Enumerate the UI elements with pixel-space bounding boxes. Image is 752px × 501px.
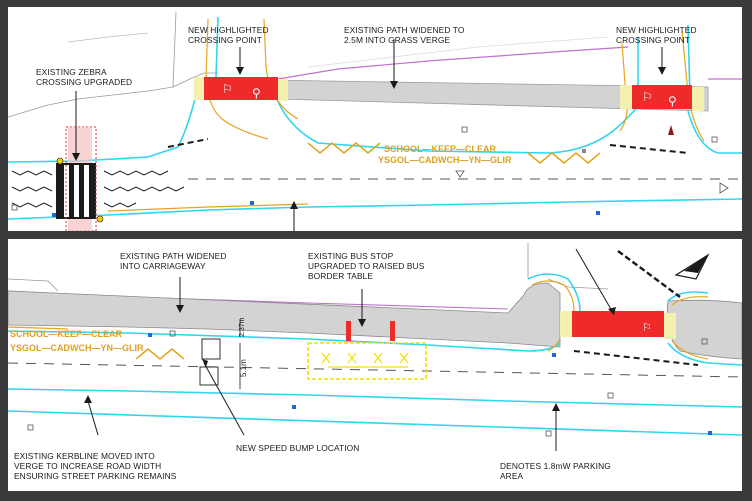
kerbline-label: VERGE TO INCREASE ROAD WIDTH bbox=[14, 461, 161, 471]
callout-arrowheads bbox=[72, 67, 666, 209]
crossing-left-label: CROSSING POINT bbox=[188, 35, 262, 45]
school-keep-clear-text: SCHOOL—KEEP—CLEAR bbox=[384, 144, 497, 154]
crossing-right-label: CROSSING POINT bbox=[616, 35, 690, 45]
street-furniture bbox=[11, 125, 718, 217]
pedestrian-icon: ⚐ bbox=[642, 90, 653, 104]
speed-bump bbox=[201, 338, 221, 360]
school-keep-clear-text: SCHOOL—KEEP—CLEAR bbox=[10, 329, 123, 339]
path-widened-label: 2.5M INTO GRASS VERGE bbox=[344, 35, 451, 45]
bottom-plan-drawing: ⚐ SCHOOL—KEEP—CLEAR YSGOL—CADWCH—YN—GLIR bbox=[8, 243, 742, 481]
crossing-right-label: NEW HIGHLIGHTED bbox=[616, 25, 697, 35]
street-furniture bbox=[27, 330, 712, 437]
cycle-icon: ⚲ bbox=[668, 94, 677, 108]
bus-stop-marking bbox=[321, 352, 409, 368]
school-keep-clear-welsh-text: YSGOL—CADWCH—YN—GLIR bbox=[10, 343, 144, 353]
path-widened-label: EXISTING PATH WIDENED TO bbox=[344, 25, 465, 35]
callout-leaders bbox=[87, 248, 613, 451]
callout-leaders bbox=[75, 39, 663, 231]
kerbline-label: ENSURING STREET PARKING REMAINS bbox=[14, 471, 177, 481]
tactile-paving-left-a bbox=[194, 77, 204, 100]
right-footpath bbox=[666, 299, 742, 360]
give-way-triangle bbox=[719, 182, 729, 194]
speed-bump-label: NEW SPEED BUMP LOCATION bbox=[236, 443, 359, 453]
path-width-dimension: 2.37m bbox=[239, 317, 246, 337]
school-keep-clear-welsh-text: YSGOL—CADWCH—YN—GLIR bbox=[378, 155, 512, 165]
crossing-left-label: NEW HIGHLIGHTED bbox=[188, 25, 269, 35]
bus-border-table bbox=[307, 342, 427, 380]
path-carriageway-label: INTO CARRIAGEWAY bbox=[120, 261, 206, 271]
crossing-point bbox=[572, 311, 664, 337]
widened-footpath bbox=[8, 282, 561, 348]
crossing-point-left bbox=[204, 77, 278, 100]
pedestrian-icon: ⚐ bbox=[642, 322, 652, 334]
bus-stop-label: UPGRADED TO RAISED BUS bbox=[308, 261, 425, 271]
zebra-zigzag-markings bbox=[11, 170, 185, 208]
north-arrow-fill bbox=[684, 255, 708, 273]
verge-boundary-top bbox=[277, 46, 629, 80]
give-way-triangle bbox=[455, 170, 465, 178]
bus-stop-label: BORDER TABLE bbox=[308, 271, 373, 281]
tactile-paving-right-a bbox=[620, 85, 632, 109]
tactile-paving-right-b bbox=[692, 87, 704, 111]
tactile-paving-left-b bbox=[278, 79, 288, 101]
kerb-lines bbox=[8, 16, 742, 220]
school-zigzag-marking bbox=[135, 347, 185, 361]
speed-bump bbox=[199, 366, 219, 386]
path-carriageway-label: EXISTING PATH WIDENED bbox=[120, 251, 226, 261]
zebra-label: CROSSING UPGRADED bbox=[36, 77, 132, 87]
road-width-dimension: 5.1m bbox=[239, 359, 248, 377]
zebra-label: EXISTING ZEBRA bbox=[36, 67, 107, 77]
bus-stop-label: EXISTING BUS STOP bbox=[308, 251, 394, 261]
tactile-paving-a bbox=[560, 311, 572, 337]
parking-label: AREA bbox=[500, 471, 524, 481]
crossing-point-right bbox=[632, 85, 692, 109]
zebra-crossing bbox=[56, 126, 104, 231]
road-centre-line bbox=[8, 362, 742, 378]
tactile-paving-b bbox=[664, 313, 676, 339]
parking-label: DENOTES 1.8mW PARKING bbox=[500, 461, 611, 471]
top-plan-panel: ⚐ ⚲ ⚐ ⚲ SCHOOL—KEEP—CLEAR YSGOL—CADWCH—Y… bbox=[8, 7, 742, 231]
cycle-icon: ⚲ bbox=[252, 86, 261, 100]
bus-stop-kerb-marker bbox=[346, 321, 351, 341]
callout-arrowheads bbox=[84, 305, 616, 411]
top-plan-drawing: ⚐ ⚲ ⚐ ⚲ SCHOOL—KEEP—CLEAR YSGOL—CADWCH—Y… bbox=[8, 11, 742, 231]
bus-stop-kerb-marker bbox=[390, 321, 395, 341]
school-zigzag-marking bbox=[307, 141, 601, 165]
give-way-dash bbox=[573, 350, 699, 366]
kerbline-label: EXISTING KERBLINE MOVED INTO bbox=[14, 451, 155, 461]
bottom-plan-panel: ⚐ SCHOOL—KEEP—CLEAR YSGOL—CADWCH—YN—GLIR bbox=[8, 239, 742, 491]
pedestrian-icon: ⚐ bbox=[222, 82, 233, 96]
edge-lines bbox=[8, 280, 709, 360]
give-way-dash bbox=[167, 138, 689, 154]
hatched-boundary bbox=[617, 250, 681, 298]
